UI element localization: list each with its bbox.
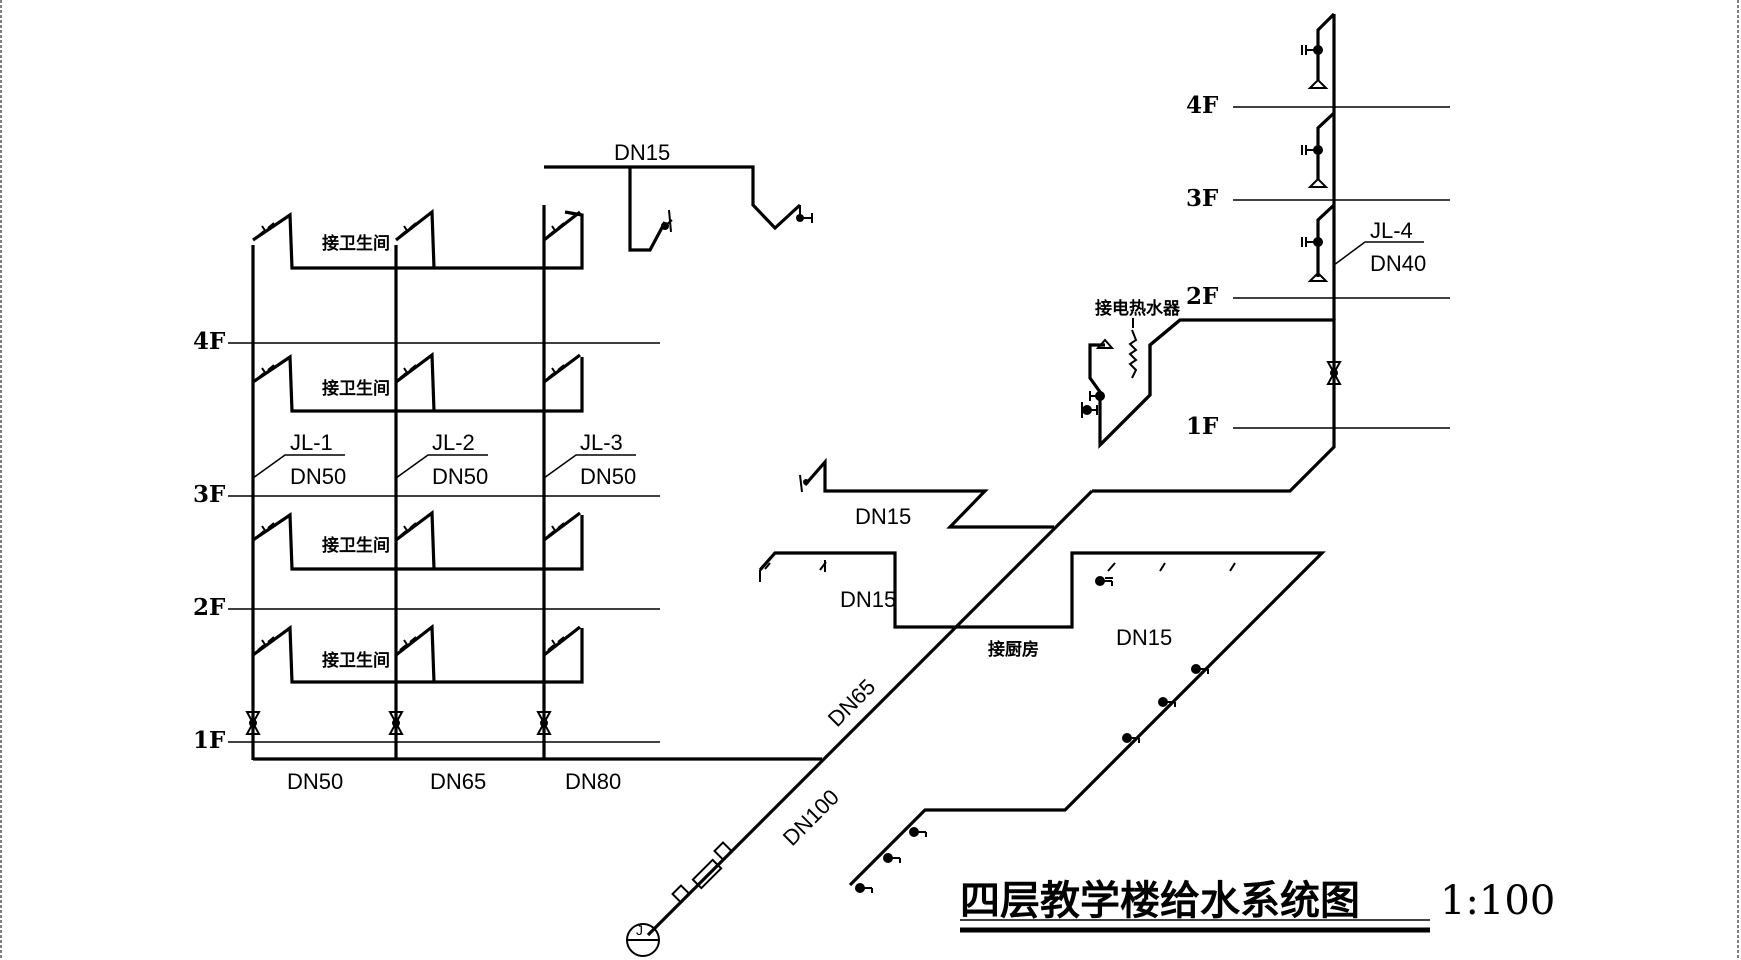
left-floor-4f: 4F	[193, 328, 226, 355]
toilet-label-1f: 接卫生间	[322, 650, 390, 671]
dn-bottom-jl2: DN65	[430, 769, 486, 794]
dn-branch-kitchen: DN15	[1116, 625, 1172, 650]
inlet-label: J	[636, 922, 643, 938]
branch-upper	[799, 457, 1054, 529]
riser-jl4	[1301, 12, 1424, 385]
riser-valves	[245, 711, 552, 735]
jl1-name: JL-1	[290, 430, 333, 455]
jl4-size: DN40	[1370, 251, 1426, 276]
jl2-name: JL-2	[432, 430, 475, 455]
diagram-title: 四层教学楼给水系统图	[960, 877, 1360, 924]
dn-bottom-jl1: DN50	[287, 769, 343, 794]
right-floor-4f: 4F	[1186, 92, 1219, 119]
right-floor-lines	[1233, 106, 1450, 429]
riser-label-lines	[252, 454, 636, 479]
jl2-size: DN50	[432, 464, 488, 489]
dn-bottom-jl3: DN80	[565, 769, 621, 794]
dn-branch-mid: DN15	[840, 587, 896, 612]
dn-branch-upper: DN15	[855, 504, 911, 529]
jl3-size: DN50	[580, 464, 636, 489]
heater-label: 接电热水器	[1095, 298, 1181, 319]
dn-diag-65: DN65	[823, 674, 880, 731]
branch-mid	[758, 551, 1326, 893]
kitchen-label: 接厨房	[988, 639, 1039, 660]
toilet-label-4f: 接卫生间	[322, 233, 390, 254]
heater-branch	[1081, 318, 1182, 449]
toilet-label-3f: 接卫生间	[322, 378, 390, 399]
right-floor-2f: 2F	[1186, 283, 1219, 310]
jl1-size: DN50	[290, 464, 346, 489]
left-floor-2f: 2F	[193, 594, 226, 621]
diagram-scale: 1:100	[1440, 878, 1555, 924]
inlet-marker	[626, 923, 660, 957]
branch-fittings	[257, 222, 565, 651]
dn-top: DN15	[614, 140, 670, 165]
jl4-name: JL-4	[1370, 218, 1413, 243]
toilet-label-2f: 接卫生间	[322, 535, 390, 556]
left-floor-lines	[228, 342, 660, 743]
left-floor-3f: 3F	[193, 481, 226, 508]
left-floor-1f: 1F	[193, 727, 226, 754]
right-floor-1f: 1F	[1186, 413, 1219, 440]
right-floor-3f: 3F	[1186, 185, 1219, 212]
riser-pipes	[251, 205, 822, 761]
top-branch	[544, 165, 813, 252]
jl3-name: JL-3	[580, 430, 623, 455]
